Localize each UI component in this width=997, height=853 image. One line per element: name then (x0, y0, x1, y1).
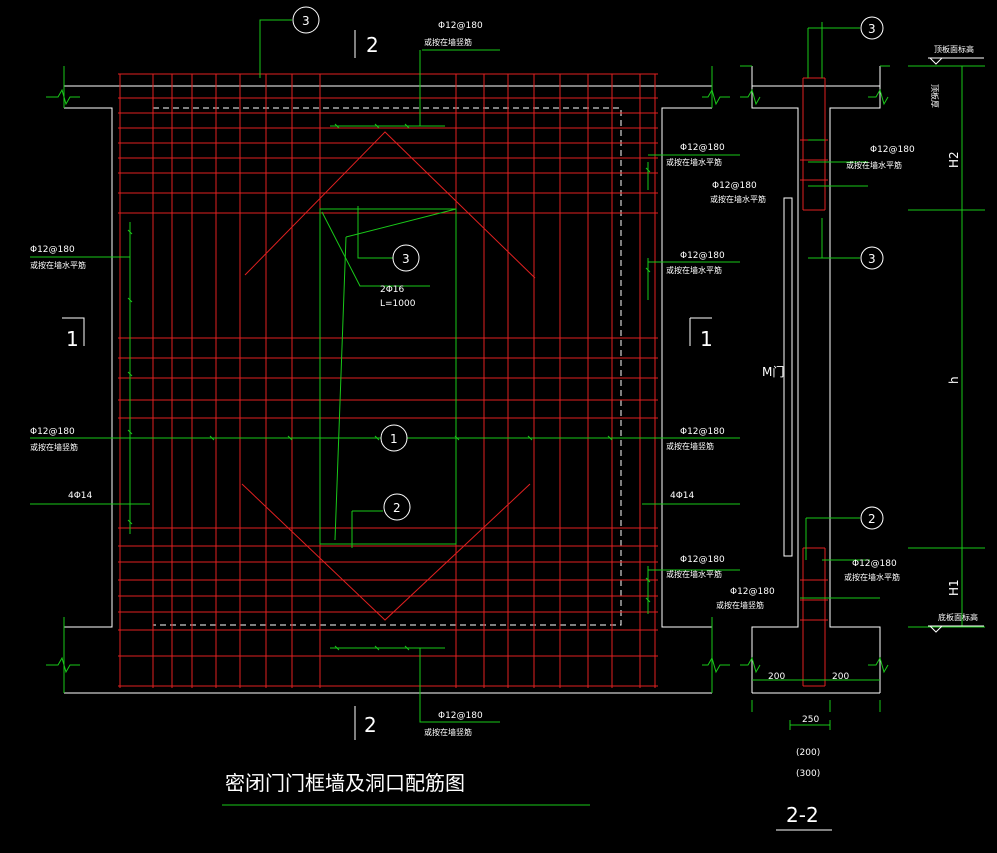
dim-h2: H2 (947, 151, 961, 168)
dim-200-right: 200 (832, 672, 849, 682)
section-marker-3-top (860, 16, 884, 40)
marker-3-mid-label: 3 (402, 252, 410, 266)
section-rebar-label-3: Φ12@180 (852, 559, 897, 569)
rebar-label-r4: 4Φ14 (670, 491, 695, 501)
wall-outline (64, 85, 712, 694)
rebar-label-r1: Φ12@180 (680, 143, 725, 153)
marker-1 (380, 424, 408, 452)
section-marker-3-top-label: 3 (868, 22, 876, 36)
wall-dashed-outline (152, 107, 622, 626)
marker-3-mid (392, 244, 420, 272)
main-title: 密闭门门框墙及洞口配筋图 (225, 771, 465, 795)
leader-lines (30, 19, 740, 723)
marker-2 (383, 493, 411, 521)
dim-250: 250 (802, 715, 819, 725)
rebar-label-bottom: Φ12@180 (438, 711, 483, 721)
section-rebar-note-4: 或按在墙竖筋 (716, 600, 764, 610)
dim-h1: H1 (947, 579, 961, 596)
rebar-note-r3: 或按在墙竖筋 (666, 441, 714, 451)
section-rebar-label-4: Φ12@180 (730, 587, 775, 597)
rebar-label-r3: Φ12@180 (680, 427, 725, 437)
section-label-2-top: 2 (366, 33, 379, 57)
rebar-note-bottom: 或按在墙竖筋 (424, 727, 472, 737)
top-level-symbol (928, 57, 984, 65)
door-label: M门 (762, 364, 784, 379)
break-mark-left (46, 66, 80, 693)
rebar-label-top: Φ12@180 (438, 21, 483, 31)
main-view: 2 2 1 1 3 3 1 2 Φ12@180 或按在墙竖筋 Φ12@180 或… (30, 6, 740, 806)
section-label-1-right: 1 (700, 327, 713, 351)
section-leaders (800, 22, 880, 599)
section-dimensions (751, 65, 985, 730)
bottom-level-label: 底板面标高 (938, 612, 978, 622)
dim-h: h (947, 376, 961, 384)
section-mark-1-left (62, 317, 85, 346)
dim-300-alt: (300) (796, 769, 820, 779)
section-break-marks (740, 65, 890, 674)
section-mark-1-right (689, 317, 712, 346)
section-rebar-label-1: Φ12@180 (870, 145, 915, 155)
rebar-note-l1: 或按在墙水平筋 (30, 260, 86, 270)
leader-ticks (127, 123, 651, 651)
rebar-label-l3: 4Φ14 (68, 491, 93, 501)
marker-3-top-label: 3 (302, 14, 310, 28)
section-marker-3-mid-label: 3 (868, 252, 876, 266)
rebar-length: L=1000 (380, 299, 416, 309)
section-rebar-note-3: 或按在墙水平筋 (844, 572, 900, 582)
section-view: 3 3 2 Φ12@180 或按在墙水平筋 Φ12@180 或按在墙水平筋 Φ1… (710, 16, 985, 831)
rebar-label-l1: Φ12@180 (30, 245, 75, 255)
break-mark-right (702, 66, 730, 693)
rebar-note-r5: 或按在墙水平筋 (666, 569, 722, 579)
section-label-1-left: 1 (66, 327, 79, 351)
rebar-note-l2: 或按在墙竖筋 (30, 442, 78, 452)
dim-200-alt: (200) (796, 748, 820, 758)
section-title: 2-2 (786, 803, 819, 827)
rebar-grid (118, 73, 658, 688)
dim-200-left: 200 (768, 672, 785, 682)
section-marker-3-mid (860, 246, 884, 270)
marker-1-label: 1 (390, 432, 398, 446)
rebar-label-l2: Φ12@180 (30, 427, 75, 437)
section-marker-2 (860, 506, 884, 530)
marker-2-label: 2 (393, 501, 401, 515)
section-marker-2-label: 2 (868, 512, 876, 526)
section-rebar-note-1: 或按在墙水平筋 (846, 160, 902, 170)
slab-label: 顶板厚 (930, 84, 940, 108)
door-opening (319, 208, 457, 545)
section-label-2-bottom: 2 (364, 713, 377, 737)
door-leaf (783, 197, 793, 557)
rebar-label-2phi16: 2Φ16 (380, 285, 405, 295)
diagonal-rebars (241, 131, 536, 621)
rebar-label-r2: Φ12@180 (680, 251, 725, 261)
rebar-label-r5: Φ12@180 (680, 555, 725, 565)
section-rebar-note-2: 或按在墙水平筋 (710, 194, 766, 204)
rebar-note-r1: 或按在墙水平筋 (666, 157, 722, 167)
section-rebars (802, 77, 826, 687)
bottom-level-symbol (928, 625, 984, 633)
top-level-label: 顶板面标高 (934, 44, 974, 54)
section-rebar-label-2: Φ12@180 (712, 181, 757, 191)
opening-inner-line (334, 208, 457, 541)
section-outline (751, 66, 881, 694)
rebar-note-r2: 或按在墙水平筋 (666, 265, 722, 275)
marker-3-top (292, 6, 320, 34)
rebar-note-top: 或按在墙竖筋 (424, 37, 472, 47)
